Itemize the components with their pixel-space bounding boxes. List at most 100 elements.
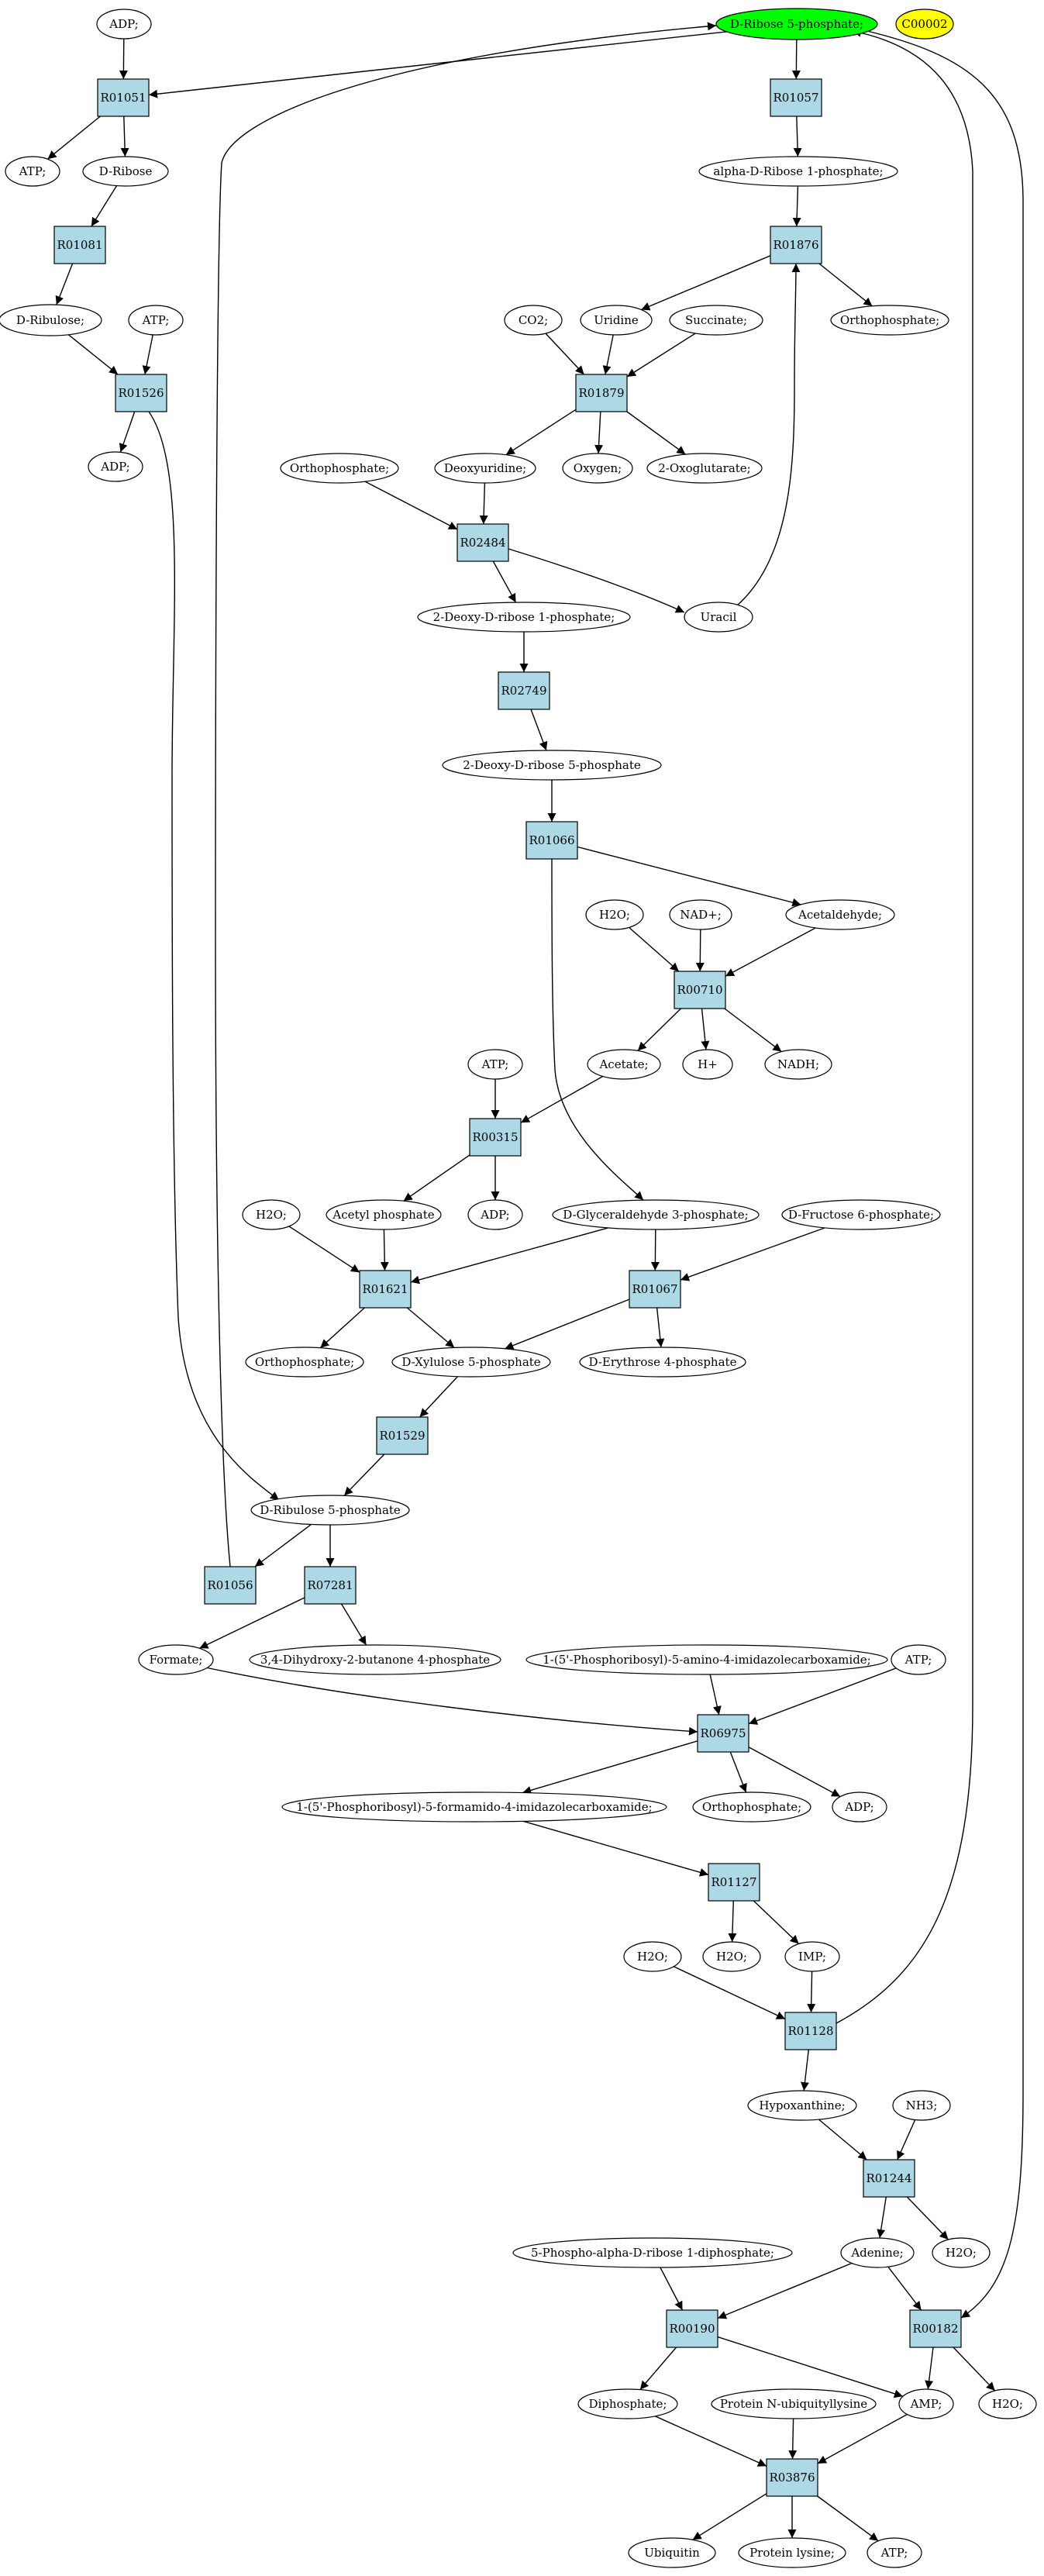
node-label: H2O; (716, 1950, 747, 1964)
reaction-node-r01056[interactable]: R01056 (204, 1566, 257, 1605)
compound-node-nadh[interactable]: NADH; (764, 1049, 832, 1080)
reaction-box (359, 1270, 412, 1309)
compound-node-imp[interactable]: IMP; (784, 1941, 840, 1972)
compound-node-h2o-6[interactable]: H2O; (978, 2388, 1037, 2419)
compound-ellipse (417, 602, 631, 633)
compound-node-orthophosphate-1[interactable]: Orthophosphate; (280, 453, 399, 484)
reaction-node-r02749[interactable]: R02749 (498, 671, 550, 710)
reaction-node-r01066[interactable]: R01066 (525, 821, 578, 860)
reaction-node-r07281[interactable]: R07281 (304, 1566, 357, 1605)
compound-node-h2o-3[interactable]: H2O; (623, 1941, 682, 1972)
reaction-node-r00182[interactable]: R00182 (909, 2309, 962, 2348)
reaction-node-r01051[interactable]: R01051 (97, 78, 150, 117)
compound-node-faicar[interactable]: 1-(5'-Phosphoribosyl)-5-formamido-4-imid… (281, 1791, 667, 1823)
compound-node-formate[interactable]: Formate; (138, 1644, 214, 1675)
reaction-node-r01526[interactable]: R01526 (115, 374, 167, 412)
compound-node-adp-3[interactable]: ADP; (467, 1199, 523, 1230)
compound-node-c00002[interactable]: C00002 (895, 9, 954, 40)
compound-node-aicar[interactable]: 1-(5'-Phosphoribosyl)-5-amino-4-imidazol… (525, 1644, 888, 1675)
node-label: ATP; (142, 313, 170, 327)
compound-node-atp-3[interactable]: ATP; (467, 1049, 523, 1080)
reaction-node-r02484[interactable]: R02484 (457, 523, 509, 562)
reaction-node-r01244[interactable]: R01244 (863, 2159, 915, 2198)
compound-node-h2o-1[interactable]: H2O; (585, 899, 644, 930)
reaction-node-r00315[interactable]: R00315 (469, 1118, 522, 1157)
reaction-node-r01081[interactable]: R01081 (53, 226, 106, 264)
compound-ellipse (467, 1049, 523, 1080)
compound-node-amp[interactable]: AMP; (898, 2388, 954, 2419)
reaction-node-r01621[interactable]: R01621 (359, 1270, 412, 1309)
compound-node-d-ribulose[interactable]: D-Ribulose; (0, 304, 102, 336)
reaction-node-r01529[interactable]: R01529 (376, 1416, 429, 1455)
compound-node-deoxyuridine[interactable]: Deoxyuridine; (434, 453, 536, 484)
node-label: H2O; (992, 2397, 1023, 2411)
compound-node-orthophosphate-2[interactable]: Orthophosphate; (830, 305, 949, 336)
compound-node-uridine[interactable]: Uridine (580, 305, 653, 336)
compound-node-atp-5[interactable]: ATP; (867, 2537, 922, 2568)
compound-node-adp-4[interactable]: ADP; (832, 1791, 887, 1823)
reaction-node-r01128[interactable]: R01128 (784, 2012, 837, 2050)
reaction-node-r00190[interactable]: R00190 (666, 2309, 718, 2348)
compound-node-orthophosphate-4[interactable]: Orthophosphate; (692, 1791, 811, 1823)
compound-node-co2[interactable]: CO2; (504, 305, 563, 336)
compound-node-protein-lysine[interactable]: Protein lysine; (738, 2537, 846, 2568)
compound-node-orthophosphate-3[interactable]: Orthophosphate; (245, 1347, 364, 1378)
node-label: R01127 (711, 1875, 756, 1889)
compound-node-prpp[interactable]: 5-Phospho-alpha-D-ribose 1-diphosphate; (512, 2237, 793, 2268)
compound-node-acetyl-phosphate[interactable]: Acetyl phosphate (326, 1199, 442, 1230)
compound-node-d-ribose[interactable]: D-Ribose (82, 156, 169, 187)
compound-node-h2o-2[interactable]: H2O; (242, 1199, 301, 1230)
compound-node-fructose-6p[interactable]: D-Fructose 6-phosphate; (781, 1199, 941, 1230)
compound-node-atp-4[interactable]: ATP; (891, 1644, 946, 1675)
compound-node-acetate[interactable]: Acetate; (587, 1049, 661, 1080)
compound-node-h-plus[interactable]: H+ (682, 1049, 733, 1080)
reaction-node-r01057[interactable]: R01057 (770, 78, 822, 117)
reaction-node-r01876[interactable]: R01876 (770, 226, 822, 264)
compound-node-adp-top[interactable]: ADP; (96, 9, 152, 40)
compound-node-adp-2[interactable]: ADP; (88, 451, 143, 482)
edge-r01621-to-xylulose-5p (406, 1307, 455, 1348)
edge-r01526-to-ribulose-5p (148, 411, 280, 1501)
compound-node-alpha-d-ribose-1p[interactable]: alpha-D-Ribose 1-phosphate; (698, 156, 898, 187)
reaction-node-r01067[interactable]: R01067 (629, 1270, 681, 1309)
compound-node-oxoglutarate[interactable]: 2-Oxoglutarate; (646, 453, 763, 484)
edge-r02749-to-deoxy-ribose-5p (530, 709, 548, 751)
compound-node-dihydroxy-butanone-4p[interactable]: 3,4-Dihydroxy-2-butanone 4-phosphate (249, 1644, 501, 1675)
compound-node-diphosphate[interactable]: Diphosphate; (577, 2388, 678, 2419)
edge-r07281-to-dihydroxy-butanone-4p (340, 1603, 367, 1646)
compound-node-xylulose-5p[interactable]: D-Xylulose 5-phosphate (391, 1347, 551, 1378)
compound-node-nh3[interactable]: NH3; (892, 2090, 951, 2121)
reaction-node-r00710[interactable]: R00710 (674, 971, 726, 1009)
compound-node-nad[interactable]: NAD+; (669, 899, 732, 930)
compound-node-uracil[interactable]: Uracil (684, 602, 753, 633)
reaction-node-r06975[interactable]: R06975 (697, 1714, 749, 1753)
compound-node-deoxy-ribose-5p[interactable]: 2-Deoxy-D-ribose 5-phosphate (442, 750, 662, 781)
node-label: Acetyl phosphate (332, 1208, 434, 1222)
compound-node-oxygen[interactable]: Oxygen; (562, 453, 633, 484)
compound-ellipse (587, 1049, 661, 1080)
compound-node-atp-2[interactable]: ATP; (128, 305, 184, 336)
reaction-node-r01127[interactable]: R01127 (708, 1863, 760, 1902)
compound-node-adenine[interactable]: Adenine; (840, 2237, 915, 2268)
node-label: 1-(5'-Phosphoribosyl)-5-amino-4-imidazol… (543, 1653, 871, 1667)
node-label: Formate; (150, 1653, 203, 1667)
compound-node-h2o-4[interactable]: H2O; (702, 1941, 761, 1972)
compound-ellipse (577, 2388, 678, 2419)
compound-node-acetaldehyde[interactable]: Acetaldehyde; (785, 899, 895, 930)
compound-node-ribulose-5p[interactable]: D-Ribulose 5-phosphate (250, 1495, 410, 1526)
node-label: H2O; (599, 908, 630, 922)
compound-node-glyceraldehyde-3p[interactable]: D-Glyceraldehyde 3-phosphate; (552, 1199, 760, 1230)
compound-node-erythrose-4p[interactable]: D-Erythrose 4-phosphate (579, 1347, 746, 1378)
compound-node-atp-1[interactable]: ATP; (5, 156, 60, 187)
compound-node-deoxy-ribose-1p[interactable]: 2-Deoxy-D-ribose 1-phosphate; (417, 602, 631, 633)
compound-ellipse (830, 305, 949, 336)
compound-node-protein-n-ubiquityllysine[interactable]: Protein N-ubiquityllysine (711, 2388, 877, 2419)
compound-node-succinate[interactable]: Succinate; (669, 305, 763, 336)
reaction-node-r01879[interactable]: R01879 (575, 374, 628, 412)
compound-node-hypoxanthine[interactable]: Hypoxanthine; (747, 2090, 857, 2121)
compound-node-h2o-5[interactable]: H2O; (932, 2237, 991, 2268)
compound-node-d-ribose-5p[interactable]: D-Ribose 5-phosphate; (715, 8, 878, 40)
compound-node-ubiquitin[interactable]: Ubiquitin (628, 2537, 716, 2568)
reaction-box (204, 1566, 257, 1605)
reaction-node-r03876[interactable]: R03876 (766, 2458, 818, 2497)
